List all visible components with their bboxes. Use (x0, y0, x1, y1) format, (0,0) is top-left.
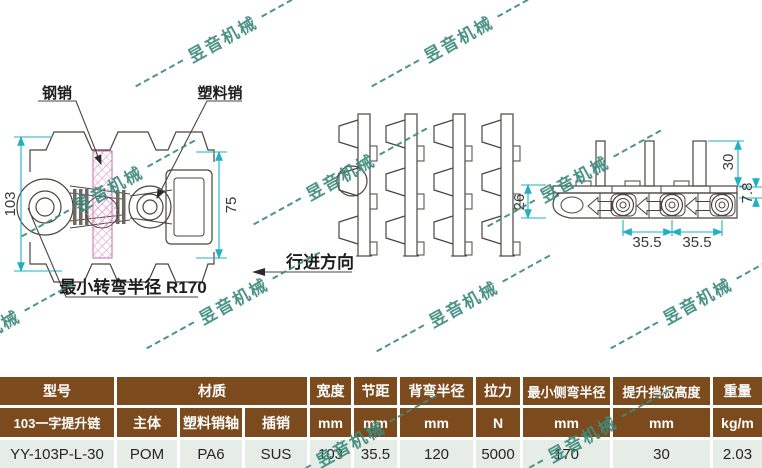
dim-7-8: 7.8 (739, 178, 762, 207)
dim-103: 103 (2, 135, 62, 273)
value-insert-pin-material: SUS (245, 440, 307, 468)
unit-width: mm (310, 408, 351, 437)
min-turn-radius-leader (27, 207, 198, 298)
pin-head-circle (336, 165, 368, 197)
travel-arrows (587, 196, 711, 216)
value-lift-plate-height: 30 (613, 440, 710, 468)
header-material: 材质 (117, 377, 307, 405)
dim-pitch-b-text: 35.5 (682, 234, 711, 251)
unit-back-bend-radius: mm (400, 408, 473, 437)
left-eye-outer (16, 178, 74, 236)
right-eye-outer (128, 185, 172, 229)
header-min-side-bend-radius: 最小侧弯半径 (523, 377, 610, 405)
min-turn-radius-label: 最小转弯半径 R170 (59, 277, 206, 297)
steel-pin-label: 钢销 (42, 84, 72, 102)
link-columns (338, 113, 521, 257)
dim-30-text: 30 (720, 154, 737, 171)
value-tension: 5000 (476, 440, 520, 468)
chain-body (552, 192, 738, 219)
unit-weight: kg/m (713, 408, 762, 437)
technical-drawings: 103 75 钢销 塑料销 最小转弯半径 R170 (2, 84, 762, 298)
dim-pitch: 35.5 35.5 (621, 220, 724, 251)
dim-pitch-a-text: 35.5 (632, 234, 661, 251)
value-body-material: POM (117, 440, 177, 468)
direction-label: 行进方向 (285, 252, 354, 272)
dim-103-text: 103 (2, 191, 19, 216)
header-pitch: 节距 (354, 377, 397, 405)
left-eye-ring (28, 190, 62, 224)
subheader-plastic-pin-shaft: 塑料销轴 (180, 408, 242, 437)
top-view-drawing: 103 75 钢销 塑料销 最小转弯半径 R170 (2, 84, 243, 298)
dim-7-8-text: 7.8 (739, 183, 756, 204)
front-view-drawing: 行进方向 (252, 113, 521, 276)
direction-arrow (252, 268, 352, 276)
value-width: 103 (310, 440, 351, 468)
dim-26-text: 26 (511, 194, 528, 211)
subheader-body: 主体 (117, 408, 177, 437)
spec-table: 型号 材质 宽度 节距 背弯半径 拉力 最小侧弯半径 提升挡板高度 重量 103… (0, 377, 762, 468)
right-eye-ring (136, 193, 164, 221)
value-weight: 2.03 (713, 440, 762, 468)
header-weight: 重量 (713, 377, 762, 405)
dim-75-text: 75 (223, 197, 240, 214)
flight-3 (692, 140, 707, 187)
right-end-frame-inner (173, 177, 205, 237)
flight-2 (644, 140, 655, 187)
value-pin-shaft-material: PA6 (180, 440, 242, 468)
header-back-bend-radius: 背弯半径 (400, 377, 473, 405)
right-end-frame (165, 169, 213, 245)
steel-pin-hatched (85, 150, 119, 259)
value-model: YY-103P-L-30 (0, 440, 114, 468)
bottom-teeth-outline (29, 242, 215, 283)
header-lift-plate-height: 提升挡板高度 (613, 377, 710, 405)
header-width: 宽度 (310, 377, 351, 405)
unit-min-side-bend-radius: mm (523, 408, 610, 437)
subheader-series: 103一字提升链 (0, 408, 114, 437)
unit-tension: N (476, 408, 520, 437)
header-tension: 拉力 (476, 377, 520, 405)
dim-26: 26 (511, 183, 546, 220)
subheader-insert-pin: 插销 (245, 408, 307, 437)
value-back-bend-radius: 120 (400, 440, 473, 468)
nose-slot (560, 196, 584, 214)
top-teeth-outline (29, 131, 215, 172)
value-pitch: 35.5 (354, 440, 397, 468)
plastic-pin-leader (156, 100, 242, 199)
pins (610, 193, 736, 217)
unit-lift-plate-height: mm (613, 408, 710, 437)
side-view-drawing: 26 30 7.8 35.5 35.5 (511, 139, 762, 251)
left-eye-hole (35, 197, 55, 217)
dim-75: 75 (196, 150, 240, 260)
right-eye-hole (142, 199, 158, 215)
flight-1 (595, 140, 606, 187)
plastic-pin-label: 塑料销 (197, 84, 242, 102)
dim-30: 30 (708, 139, 744, 188)
header-model: 型号 (0, 377, 114, 405)
unit-pitch: mm (354, 408, 397, 437)
value-min-side-bend-radius: 170 (523, 440, 610, 468)
top-plate (552, 185, 738, 194)
steel-pin-leader (38, 100, 102, 166)
